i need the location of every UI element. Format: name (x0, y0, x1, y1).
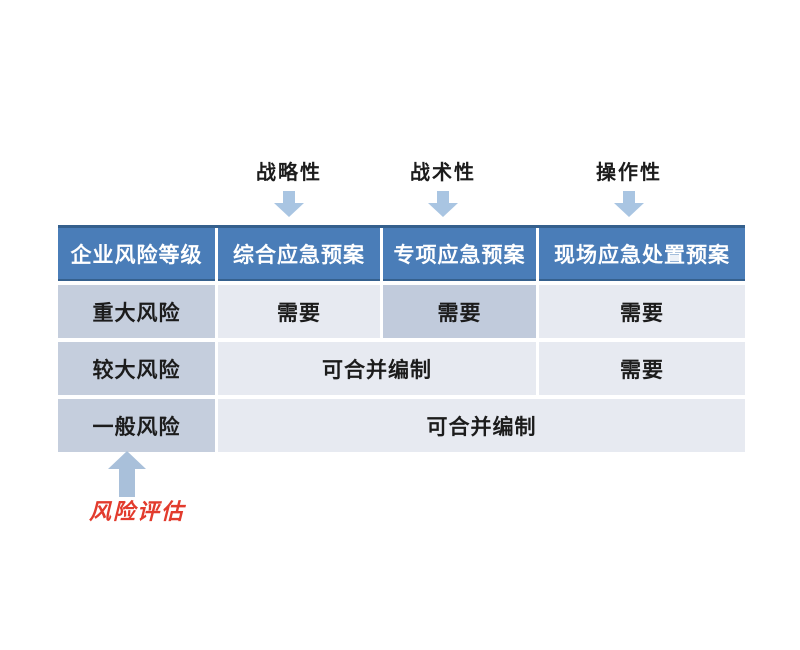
table-cell: 需要 (539, 285, 745, 338)
arrow-down-shape (614, 191, 644, 217)
arrow-down-icon (614, 191, 644, 217)
risk-assessment-label: 风险评估 (88, 499, 185, 524)
arrow-up-wrap (108, 451, 146, 502)
column-header: 企业风险等级 (58, 228, 215, 281)
table-cell: 可合并编制 (218, 342, 536, 395)
row-header: 一般风险 (58, 399, 215, 452)
row-header: 较大风险 (58, 342, 215, 395)
arrow-down-icon (274, 191, 304, 217)
annotation-tactical-label: 战术性 (410, 162, 476, 184)
risk-table: 企业风险等级综合应急预案专项应急预案现场应急处置预案重大风险需要需要需要较大风险… (58, 225, 745, 452)
table-cell: 可合并编制 (218, 399, 745, 452)
arrow-down-icon (428, 191, 458, 217)
column-header: 综合应急预案 (218, 228, 380, 281)
table-cell: 需要 (539, 342, 745, 395)
table-cell: 需要 (383, 285, 536, 338)
row-header: 重大风险 (58, 285, 215, 338)
annotation-operational: 操作性 (559, 160, 699, 217)
annotation-tactical: 战术性 (373, 160, 513, 217)
arrow-up-shape (108, 451, 146, 497)
annotation-strategic-label: 战略性 (256, 162, 322, 184)
table-cell: 需要 (218, 285, 380, 338)
annotation-strategic: 战略性 (219, 160, 359, 217)
column-header: 现场应急处置预案 (539, 228, 745, 281)
arrow-down-shape (428, 191, 458, 217)
arrow-down-shape (274, 191, 304, 217)
column-header: 专项应急预案 (383, 228, 536, 281)
annotation-operational-label: 操作性 (596, 162, 662, 184)
arrow-up-icon (108, 451, 146, 497)
